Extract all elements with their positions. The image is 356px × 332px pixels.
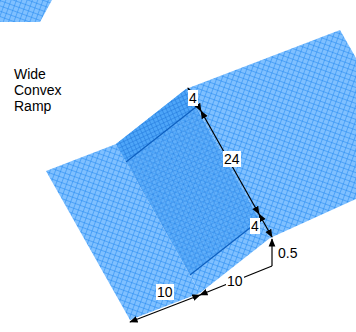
mesh-surface bbox=[0, 0, 52, 22]
dimension-label: 4 bbox=[250, 218, 260, 234]
mesh-surface bbox=[186, 30, 356, 238]
dimension-line bbox=[188, 88, 201, 111]
dimension-label: 24 bbox=[223, 151, 241, 167]
dimension-label: 10 bbox=[226, 273, 244, 289]
dimension-line bbox=[201, 111, 259, 214]
dimension-label: 4 bbox=[188, 90, 198, 106]
dimension-label: 10 bbox=[156, 284, 174, 300]
ridge-line bbox=[126, 107, 196, 162]
dimension-line bbox=[200, 266, 272, 295]
title-label: Wide Convex Ramp bbox=[14, 66, 72, 114]
dimension-line bbox=[271, 239, 272, 266]
dimension-label: 0.5 bbox=[278, 245, 297, 261]
dimension-line bbox=[259, 214, 272, 237]
